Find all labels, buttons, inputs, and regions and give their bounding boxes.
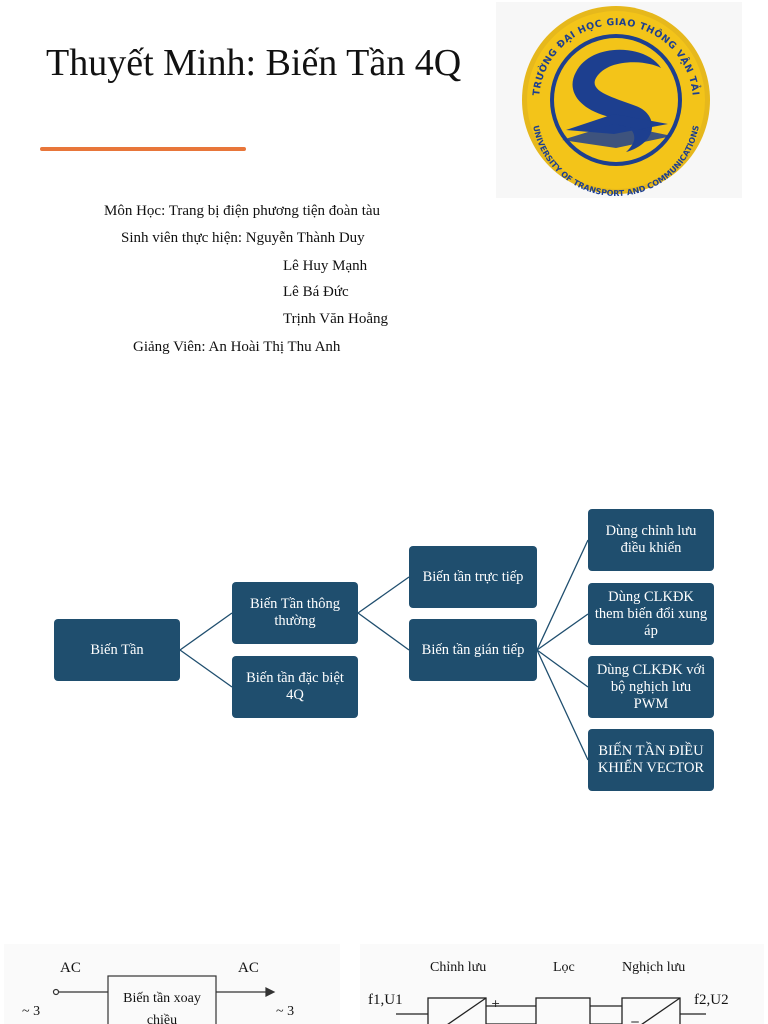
diagram-node-leaf: Dùng CLKĐK them biến đổi xung áp — [588, 583, 714, 645]
diagram-node-normal: Biến Tần thông thường — [232, 582, 358, 644]
students-label: Sinh viên thực hiện: Nguyễn Thành Duy — [121, 230, 365, 246]
subject-line: Môn Học: Trang bị điện phương tiện đoàn … — [104, 203, 381, 219]
page-title: Thuyết Minh: Biến Tần 4Q — [46, 42, 462, 84]
university-logo: TRƯỜNG ĐẠI HỌC GIAO THÔNG VẬN TẢI UNIVER… — [496, 2, 742, 198]
diagram-node-leaf: Dùng chỉnh lưu điều khiển — [588, 509, 714, 571]
student-name: Lê Huy Mạnh — [283, 258, 368, 274]
lecturer-line: Giảng Viên: An Hoài Thị Thu Anh — [133, 339, 341, 355]
diagram-node-leaf: BIẾN TẦN ĐIỀU KHIỂN VECTOR — [588, 729, 714, 791]
input-phase-label: ~ 3 — [22, 1004, 41, 1019]
title-underline — [40, 147, 246, 151]
converter-block-label: Biến tần xoay chiều — [123, 991, 201, 1024]
svg-text:+: + — [491, 997, 500, 1010]
input-freq-voltage: f1,U1 — [368, 992, 403, 1008]
ac-converter-figure: AC AC ~ 3 ~ 3 Biến tần xoay chiều — [4, 944, 340, 1024]
diagram-node-special: Biến tần đặc biệt 4Q — [232, 656, 358, 718]
filter-label: Lọc — [553, 960, 575, 975]
indirect-converter-figure: + = Chỉnh lưu Lọc Nghịch lưu f1,U1 f2,U2 — [360, 944, 764, 1024]
diagram-node-root: Biến Tần — [54, 619, 180, 681]
ac-input-label: AC — [60, 960, 81, 976]
svg-text:=: = — [630, 1016, 640, 1024]
diagram-node-direct: Biến tần trực tiếp — [409, 546, 537, 608]
output-freq-voltage: f2,U2 — [694, 992, 729, 1008]
student-name: Lê Bá Đức — [283, 284, 349, 300]
diagram-node-indirect: Biến tần gián tiếp — [409, 619, 537, 681]
diagram-node-leaf: Dùng CLKĐK với bộ nghịch lưu PWM — [588, 656, 714, 718]
student-name: Trịnh Văn Hoằng — [283, 311, 389, 327]
output-phase-label: ~ 3 — [276, 1004, 295, 1019]
ac-output-label: AC — [238, 960, 259, 976]
rectifier-label: Chỉnh lưu — [430, 960, 487, 975]
inverter-label: Nghịch lưu — [622, 960, 686, 975]
